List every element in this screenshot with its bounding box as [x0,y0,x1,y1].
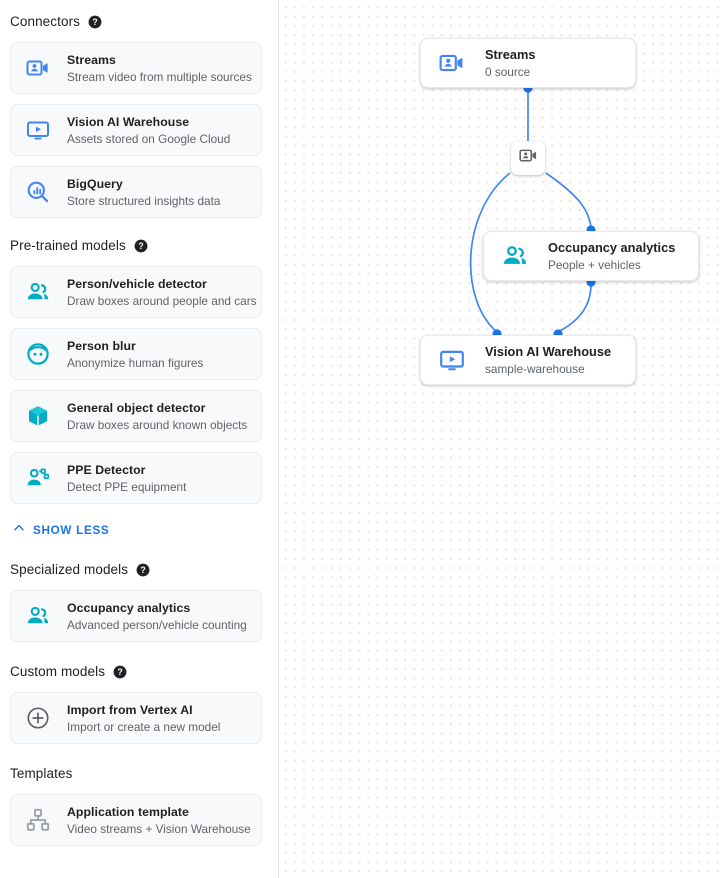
sidebar-item-subtitle: Assets stored on Google Cloud [67,131,231,146]
plus-circle-icon [25,705,51,731]
chevron-up-icon [12,521,26,540]
show-less-label: SHOW LESS [33,523,110,537]
magnifier-bars-icon [25,179,51,205]
sidebar-item-subtitle: Anonymize human figures [67,355,204,370]
section-header-custom-models: Custom models ? [0,662,278,682]
help-circle-icon[interactable]: ? [113,665,127,679]
sidebar-item-title: Person/vehicle detector [67,276,207,291]
sidebar-item-subtitle: Store structured insights data [67,193,221,208]
sidebar-item-title: BigQuery [67,176,123,191]
monitor-play-icon [437,345,467,375]
sidebar-item-title: Streams [67,52,116,67]
sidebar-item-occupancy-analytics[interactable]: Occupancy analytics Advanced person/vehi… [10,590,262,642]
sidebar-item-title: PPE Detector [67,462,146,477]
sidebar-item-ppe-detector[interactable]: PPE Detector Detect PPE equipment [10,452,262,504]
component-sidebar: Connectors ? Streams Stream video from m… [0,0,279,878]
sidebar-item-title: Application template [67,804,189,819]
edge-occupancy-to-warehouse [557,283,592,333]
sidebar-item-general-object-detector[interactable]: General object detector Draw boxes aroun… [10,390,262,442]
monitor-play-icon [25,117,51,143]
graph-node-title: Occupancy analytics [548,240,676,255]
sidebar-item-subtitle: Stream video from multiple sources [67,69,252,84]
help-circle-icon[interactable]: ? [136,563,150,577]
graph-node-subtitle: 0 source [485,65,531,79]
video-camera-person-icon [25,55,51,81]
face-circle-icon [25,341,51,367]
section-title: Custom models [10,664,106,679]
graph-node-subtitle: sample-warehouse [485,362,585,376]
video-camera-person-icon [437,48,467,78]
sidebar-item-person-blur[interactable]: Person blur Anonymize human figures [10,328,262,380]
section-header-specialized-models: Specialized models ? [0,560,278,580]
help-circle-icon[interactable]: ? [88,15,102,29]
sidebar-item-subtitle: Draw boxes around people and cars [67,293,257,308]
sidebar-item-subtitle: Import or create a new model [67,719,221,734]
video-camera-person-icon [518,146,538,170]
sidebar-item-title: Vision AI Warehouse [67,114,190,129]
hierarchy-icon [25,807,51,833]
section-title: Pre-trained models [10,238,126,253]
graph-node-streams[interactable]: Streams 0 source [420,38,636,88]
sidebar-item-vision-ai-warehouse[interactable]: Vision AI Warehouse Assets stored on Goo… [10,104,262,156]
sidebar-item-title: Person blur [67,338,136,353]
people-group-icon [25,279,51,305]
help-circle-icon[interactable]: ? [134,239,148,253]
svg-text:?: ? [92,17,97,27]
section-header-pre-trained-models: Pre-trained models ? [0,236,278,256]
sidebar-item-subtitle: Detect PPE equipment [67,479,187,494]
cube-box-icon [25,403,51,429]
show-less-button[interactable]: SHOW LESS [12,520,278,540]
edge-badge-to-occupancy [545,172,592,229]
sidebar-item-application-template[interactable]: Application template Video streams + Vis… [10,794,262,846]
sidebar-item-person-vehicle-detector[interactable]: Person/vehicle detector Draw boxes aroun… [10,266,262,318]
section-header-connectors: Connectors ? [0,12,278,32]
section-title: Specialized models [10,562,129,577]
edge-badge-to-warehouse [469,172,511,333]
svg-text:?: ? [138,241,143,251]
sidebar-item-subtitle: Draw boxes around known objects [67,417,248,432]
section-title: Connectors [10,14,81,29]
sidebar-item-subtitle: Advanced person/vehicle counting [67,617,247,632]
section-header-templates: Templates [0,764,278,784]
graph-node-occupancy-analytics[interactable]: Occupancy analytics People + vehicles [483,231,699,281]
people-group-icon [500,241,530,271]
sidebar-item-title: General object detector [67,400,206,415]
graph-node-subtitle: People + vehicles [548,258,641,272]
sidebar-item-title: Import from Vertex AI [67,702,193,717]
graph-badge-stream[interactable] [511,141,545,175]
people-group-icon [25,603,51,629]
sidebar-item-subtitle: Video streams + Vision Warehouse [67,821,251,836]
graph-node-title: Vision AI Warehouse [485,344,612,359]
graph-node-vision-ai-warehouse[interactable]: Vision AI Warehouse sample-warehouse [420,335,636,385]
svg-text:?: ? [117,667,122,677]
sidebar-item-streams[interactable]: Streams Stream video from multiple sourc… [10,42,262,94]
sidebar-item-import-from-vertex-ai[interactable]: Import from Vertex AI Import or create a… [10,692,262,744]
section-title: Templates [10,766,73,781]
sidebar-item-bigquery[interactable]: BigQuery Store structured insights data [10,166,262,218]
sidebar-item-title: Occupancy analytics [67,600,191,615]
graph-canvas[interactable]: Streams 0 source [279,0,725,878]
graph-node-title: Streams [485,47,536,62]
person-helmet-icon [25,465,51,491]
graph-edges [469,83,596,339]
svg-text:?: ? [140,565,145,575]
